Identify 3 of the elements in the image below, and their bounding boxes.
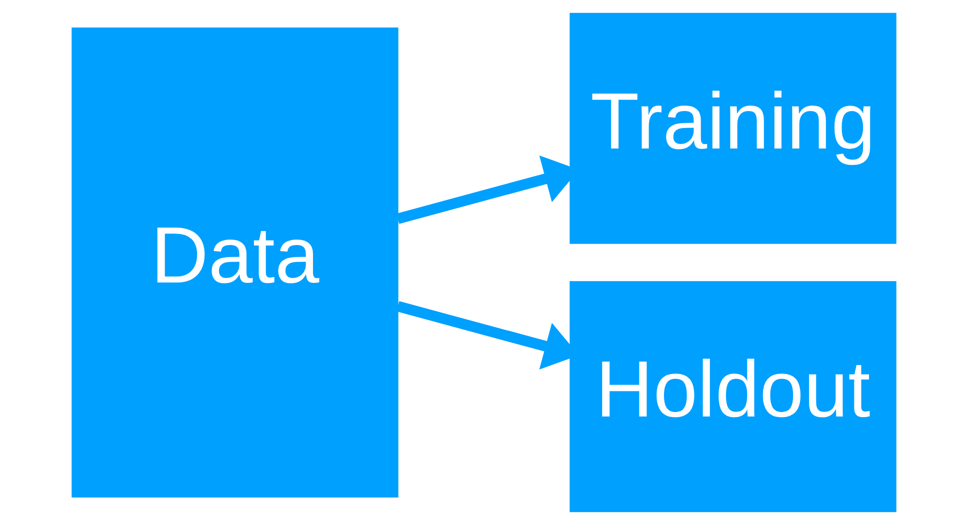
node-box: Holdout [570, 281, 896, 512]
node-box: Training [570, 12, 896, 244]
node-box: Data [72, 27, 398, 498]
